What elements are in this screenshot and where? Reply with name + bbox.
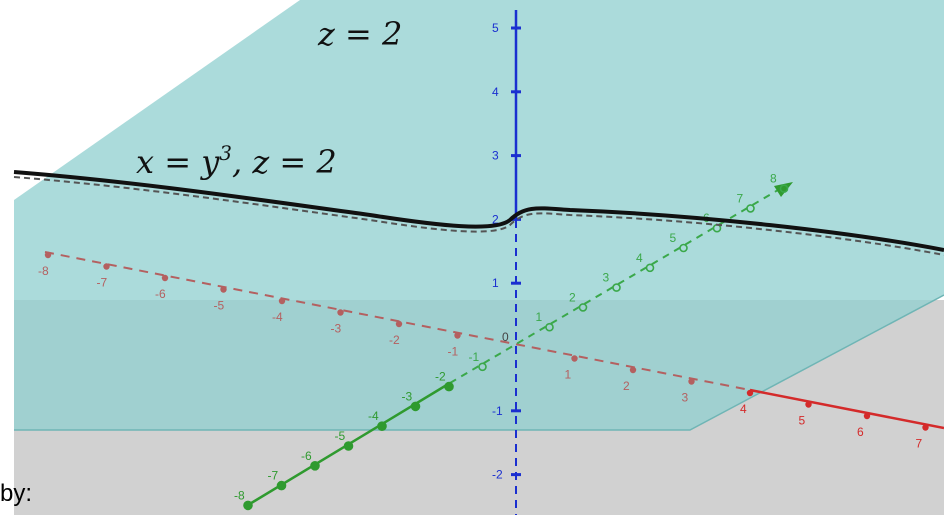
y-tick-label: 1 [536, 310, 543, 324]
x-tick-label: -7 [97, 276, 108, 290]
x-tick [44, 251, 52, 259]
z-tick-label: 2 [492, 212, 499, 226]
z-tick-label: 3 [492, 149, 499, 163]
x-tick [688, 378, 695, 385]
z-tick-label: -2 [492, 468, 503, 482]
x-tick-label: 2 [623, 379, 630, 393]
x-tick-label: -1 [448, 345, 459, 359]
y-tick [478, 362, 487, 372]
x-tick-label: 3 [682, 391, 689, 405]
x-tick [278, 297, 286, 305]
x-tick [746, 389, 754, 397]
y-tick [578, 303, 588, 312]
x-tick-label: 6 [857, 425, 864, 439]
x-tick-label: 5 [799, 414, 806, 428]
curve-label: x = y3, z = 2 [136, 141, 337, 181]
axis-tick-labels: -8-7-6-5-4-3-2-11234567-8-7-6-5-4-3-2-11… [38, 21, 923, 502]
plane-z-2 [14, 0, 944, 430]
y-axis-arrow-icon [774, 182, 793, 197]
y-tick-label: -1 [469, 350, 480, 364]
y-tick-label: 4 [636, 251, 643, 265]
x-tick-label: -8 [38, 264, 49, 278]
axis-ticks [44, 26, 929, 511]
y-tick [276, 480, 287, 491]
x-tick-label: -2 [389, 333, 400, 347]
y-tick-label: -3 [402, 389, 413, 403]
origin-label: 0 [502, 330, 509, 344]
x-tick [922, 424, 929, 431]
x-tick-label: -5 [214, 299, 225, 313]
y-tick-label: -6 [301, 449, 312, 463]
x-tick [161, 274, 169, 282]
x-tick [337, 309, 344, 316]
x-tick-label: 7 [916, 437, 923, 451]
plane-label: z = 2 [317, 15, 402, 53]
z-tick-label: 4 [492, 85, 499, 99]
y-tick-label: -2 [435, 370, 446, 384]
x-tick [805, 401, 812, 408]
x-tick [395, 320, 403, 328]
y-tick-label: 7 [737, 191, 744, 205]
y-tick-label: -4 [368, 409, 379, 423]
z-tick-label: 1 [492, 276, 499, 290]
x-tick [103, 263, 110, 270]
curve-x-equals-y-cubed [13, 170, 944, 252]
y-tick [545, 322, 554, 332]
y-tick-label: -7 [268, 469, 279, 483]
x-tick-label: 1 [565, 368, 572, 382]
plane-edge [14, 294, 944, 431]
y-tick [310, 460, 320, 471]
y-tick [746, 204, 755, 213]
x-tick [220, 286, 227, 293]
y-tick-label: 8 [770, 172, 777, 186]
y-tick [410, 401, 421, 412]
y-tick [343, 441, 354, 451]
z-tick-label: 5 [492, 21, 499, 35]
x-tick [863, 412, 871, 420]
x-tick-label: -4 [272, 310, 283, 324]
y-tick [645, 263, 655, 273]
x-tick-label: 4 [740, 402, 747, 416]
y-tick [377, 421, 387, 432]
x-tick-label: -3 [331, 322, 342, 336]
x-tick [571, 355, 578, 362]
x-axis [749, 388, 944, 430]
y-tick-label: 3 [603, 271, 610, 285]
z-tick-label: -1 [492, 404, 503, 418]
x-tick [629, 366, 637, 374]
caption-text: by: [0, 480, 33, 507]
curve-shadow [13, 176, 944, 256]
x-tick-label: -6 [155, 287, 166, 301]
y-tick [444, 381, 454, 392]
curve-label-exponent: 3 [219, 141, 232, 165]
y-tick-label: -8 [234, 488, 245, 502]
y-tick-label: 2 [569, 290, 576, 304]
y-tick [779, 184, 789, 193]
y-tick-label: -5 [335, 429, 346, 443]
y-tick [243, 500, 253, 511]
y-tick [612, 283, 621, 292]
x-tick [454, 332, 461, 339]
y-tick [679, 243, 688, 253]
y-tick-label: 5 [670, 231, 677, 245]
